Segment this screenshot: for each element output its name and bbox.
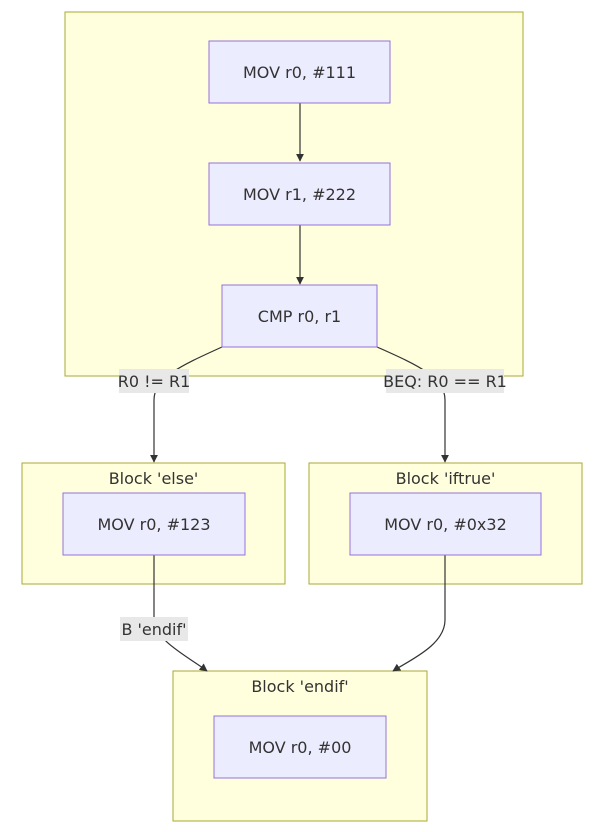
edge-label-text: B 'endif' [121, 620, 186, 639]
node-mov-r1-222[interactable]: MOV r1, #222 [208, 162, 391, 226]
node-label: MOV r0, #0x32 [384, 515, 507, 534]
edge-label-text: BEQ: R0 == R1 [383, 372, 507, 391]
node-mov-r0-0x32[interactable]: MOV r0, #0x32 [349, 492, 542, 556]
edge-label-bg [119, 369, 189, 393]
edge-label-cmp-to-iftrue: BEQ: R0 == R1 [383, 369, 507, 393]
node-box[interactable] [213, 715, 387, 779]
edge-label-bg [386, 369, 504, 393]
node-mov-r0-00[interactable]: MOV r0, #00 [213, 715, 387, 779]
node-cmp-r0-r1[interactable]: CMP r0, r1 [221, 284, 378, 348]
node-box[interactable] [349, 492, 542, 556]
node-label: CMP r0, r1 [258, 307, 341, 326]
node-label: MOV r0, #111 [243, 63, 356, 82]
edge-label-bg [120, 617, 188, 641]
edge-label-text: R0 != R1 [118, 372, 191, 391]
node-label: MOV r1, #222 [243, 185, 356, 204]
node-label: MOV r0, #123 [97, 515, 210, 534]
edge-label-else-to-endif: B 'endif' [120, 617, 188, 641]
node-mov-r0-111[interactable]: MOV r0, #111 [208, 40, 391, 104]
cluster-endif-title: Block 'endif' [251, 677, 348, 696]
cluster-iftrue-title: Block 'iftrue' [396, 469, 496, 488]
cluster-else-title: Block 'else' [109, 469, 199, 488]
edge-iftrue-to-endif [392, 555, 446, 672]
node-mov-r0-123[interactable]: MOV r0, #123 [62, 492, 246, 556]
node-box[interactable] [208, 40, 391, 104]
edge-label-cmp-to-else: R0 != R1 [118, 369, 191, 393]
node-box[interactable] [208, 162, 391, 226]
node-label: MOV r0, #00 [249, 738, 352, 757]
node-box[interactable] [62, 492, 246, 556]
node-box[interactable] [221, 284, 378, 348]
